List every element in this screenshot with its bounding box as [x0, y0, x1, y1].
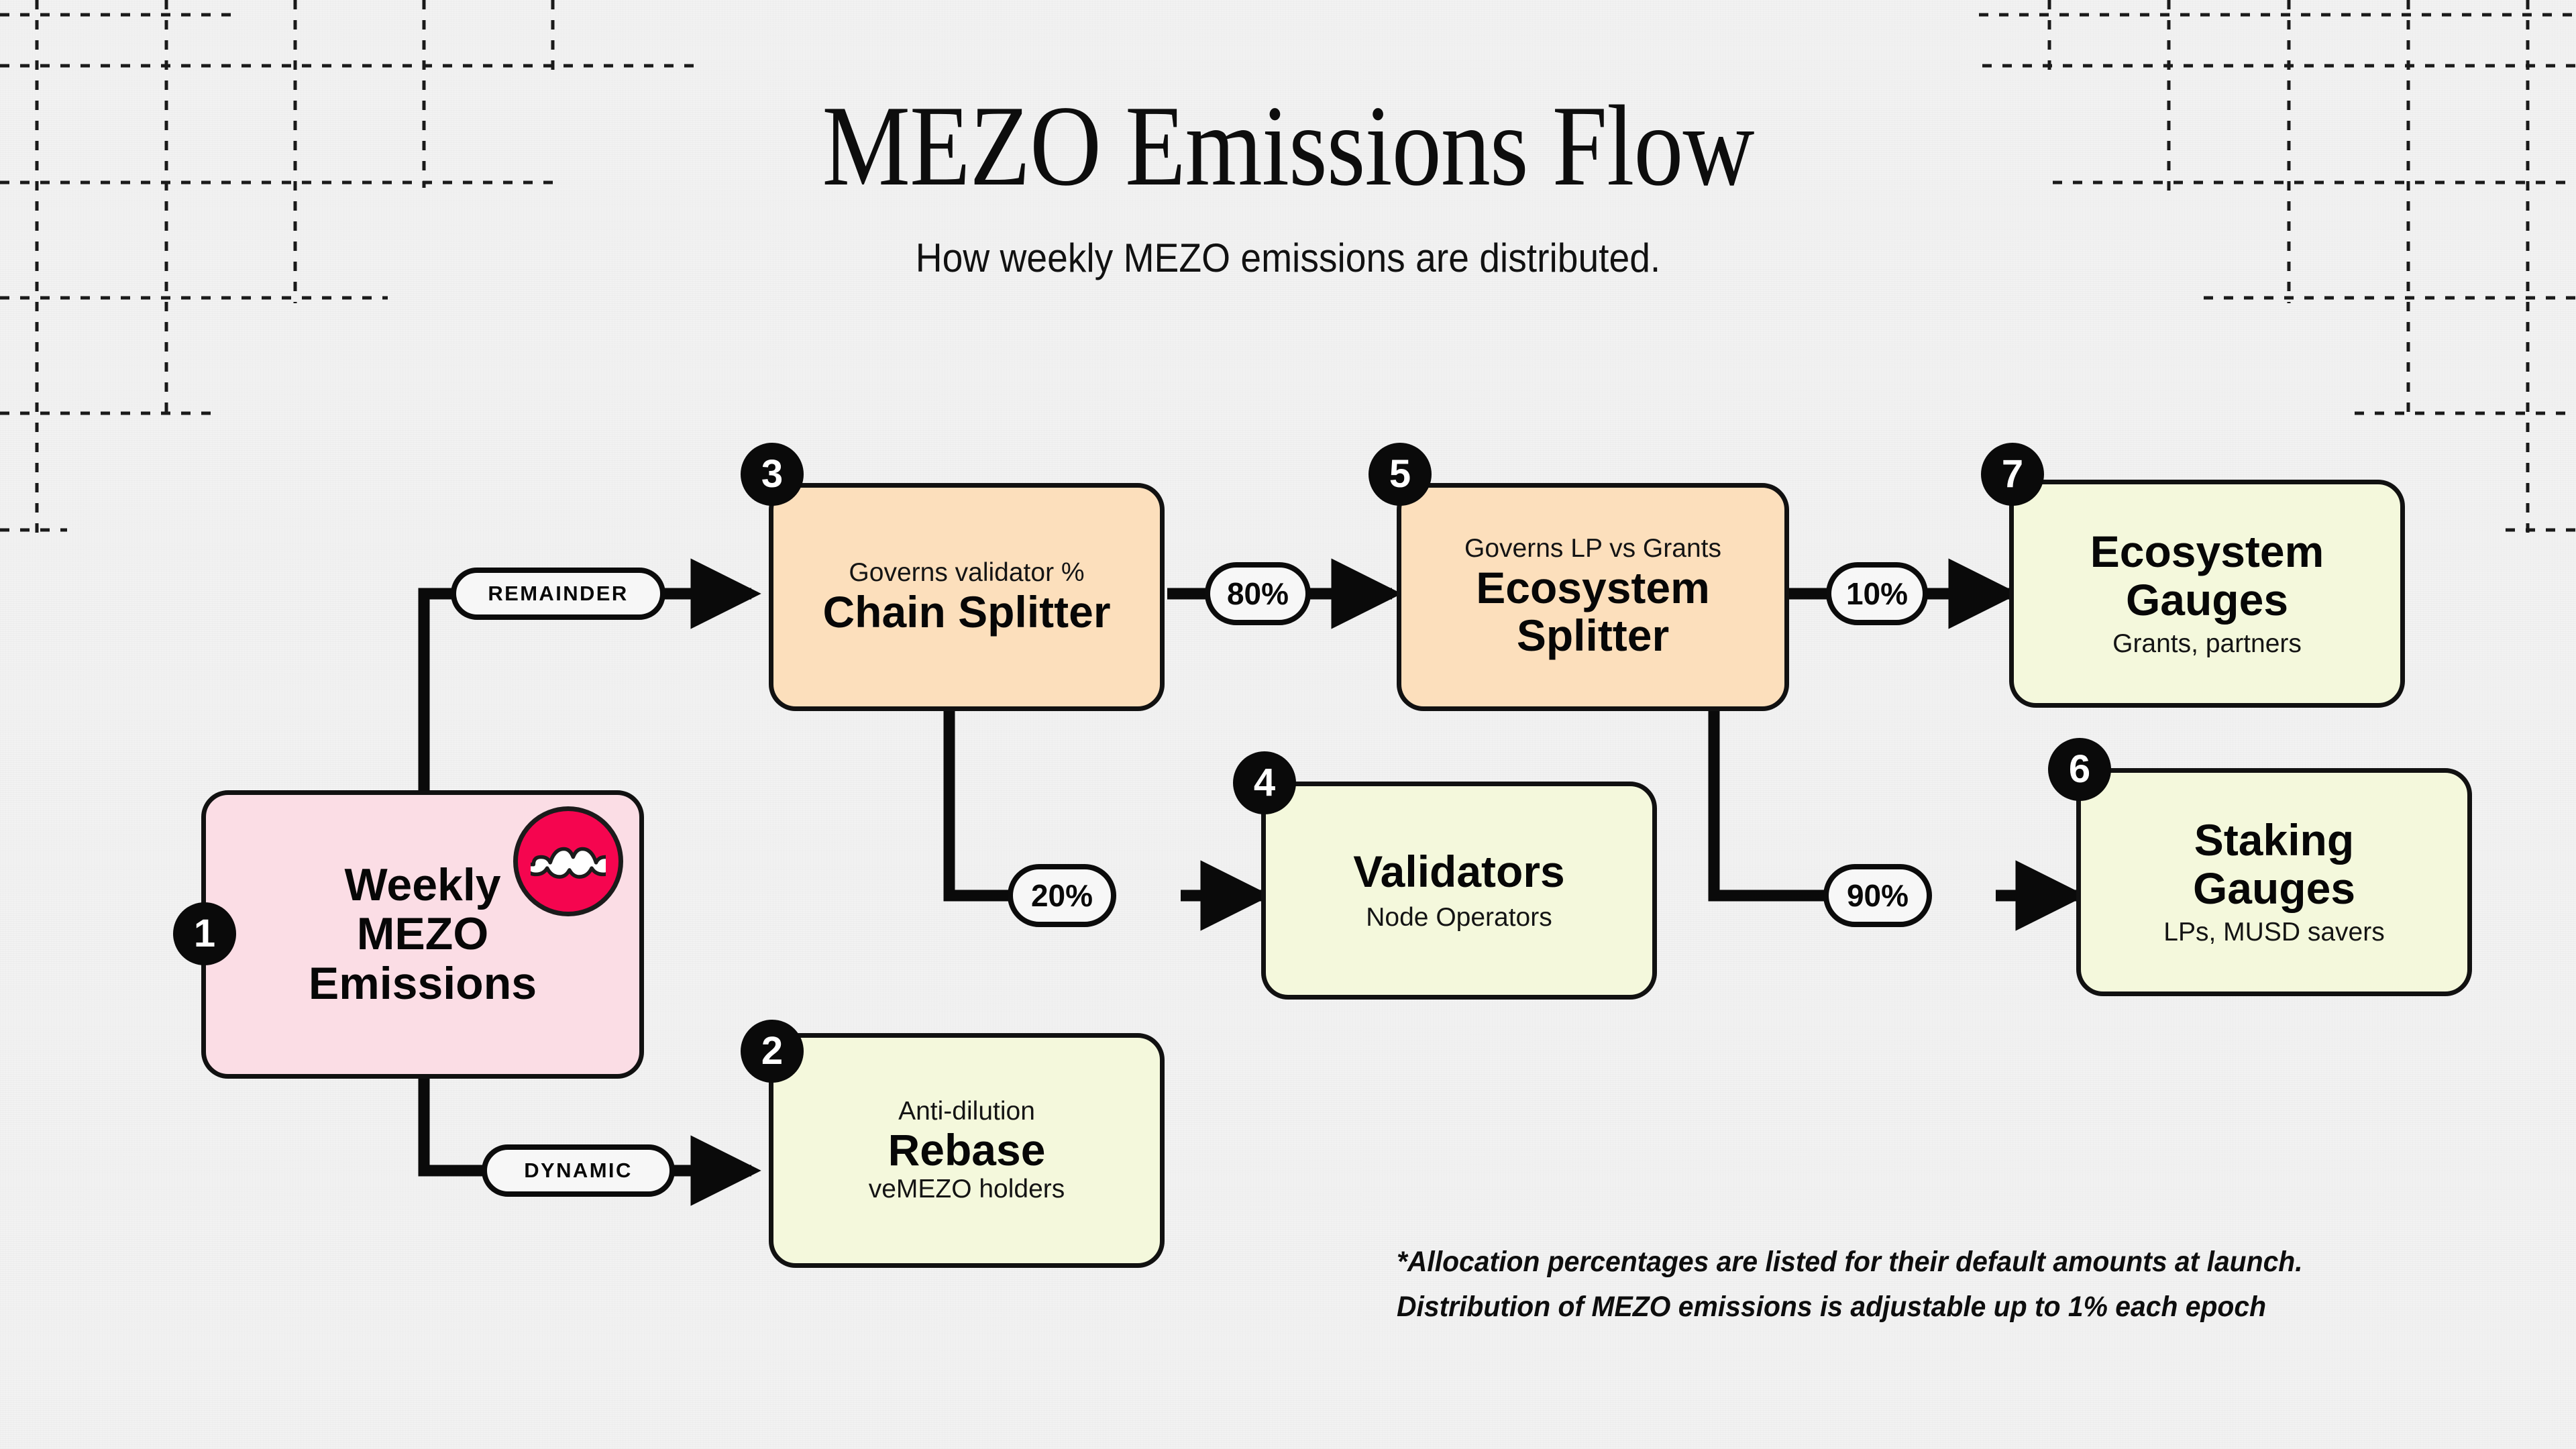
step-badge-5: 5 [1368, 443, 1432, 506]
node-rebase[interactable]: Anti-dilution Rebase veMEZO holders [769, 1033, 1165, 1268]
node-5-caption: Governs LP vs Grants [1464, 534, 1721, 564]
node-2-name: Rebase [888, 1125, 1046, 1175]
node-6-name-line-2: Gauges [2192, 863, 2356, 913]
page-subtitle: How weekly MEZO emissions are distribute… [915, 235, 1661, 280]
node-7-sub: Grants, partners [2112, 629, 2302, 658]
edge-1-to-3-stem [418, 588, 456, 852]
node-chain-splitter[interactable]: Governs validator % Chain Splitter [769, 483, 1165, 711]
step-badge-6: 6 [2048, 738, 2111, 801]
mustache-glyph [531, 847, 606, 879]
edge-1-to-2-stem [418, 1073, 486, 1177]
step-badge-4: 4 [1233, 751, 1296, 814]
footnote: *Allocation percentages are listed for t… [1397, 1240, 2303, 1329]
node-4-sub: Node Operators [1366, 902, 1552, 932]
edge-label-dynamic: DYNAMIC [482, 1144, 675, 1197]
mezo-mustache-logo-icon [513, 806, 623, 916]
node-ecosystem-gauges[interactable]: Ecosystem Gauges Grants, partners [2009, 480, 2405, 708]
node-ecosystem-splitter[interactable]: Governs LP vs Grants Ecosystem Splitter [1397, 483, 1789, 711]
step-badge-2: 2 [741, 1020, 804, 1083]
step-badge-3: 3 [741, 443, 804, 506]
node-6-name-line-1: Staking [2194, 815, 2355, 865]
node-1-line-1: Weekly [344, 859, 501, 910]
edge-3-to-4-stem [943, 711, 1013, 902]
edge-label-20-percent: 20% [1008, 864, 1116, 927]
node-1-line-2: MEZO [356, 908, 489, 960]
node-5-name-line-2: Splitter [1516, 610, 1670, 661]
node-5-name-line-1: Ecosystem [1476, 563, 1710, 613]
node-3-caption: Governs validator % [849, 557, 1085, 587]
edge-label-remainder: REMAINDER [451, 568, 665, 620]
node-2-sub: veMEZO holders [868, 1174, 1065, 1203]
step-badge-7: 7 [1981, 443, 2044, 506]
header: MEZO Emissions Flow How weekly MEZO emis… [0, 0, 2576, 281]
node-1-line-3: Emissions [308, 957, 537, 1009]
edge-label-80-percent: 80% [1205, 562, 1311, 625]
node-staking-gauges[interactable]: Staking Gauges LPs, MUSD savers [2076, 768, 2472, 996]
footnote-line-1: *Allocation percentages are listed for t… [1397, 1246, 2303, 1278]
node-6-sub: LPs, MUSD savers [2163, 917, 2385, 947]
footnote-line-2: Distribution of MEZO emissions is adjust… [1397, 1290, 2267, 1323]
node-7-name-line-1: Ecosystem [2090, 527, 2324, 577]
edge-5-to-6-stem [1708, 711, 1828, 902]
edge-label-90-percent: 90% [1823, 864, 1932, 927]
node-4-name: Validators [1353, 847, 1565, 897]
page-title: MEZO Emissions Flow [822, 83, 1754, 210]
node-3-name: Chain Splitter [822, 586, 1111, 637]
node-validators[interactable]: Validators Node Operators [1261, 782, 1657, 1000]
edge-label-10-percent: 10% [1826, 562, 1928, 625]
node-7-name-line-2: Gauges [2125, 574, 2289, 625]
step-badge-1: 1 [173, 902, 236, 965]
node-2-caption: Anti-dilution [898, 1096, 1035, 1126]
